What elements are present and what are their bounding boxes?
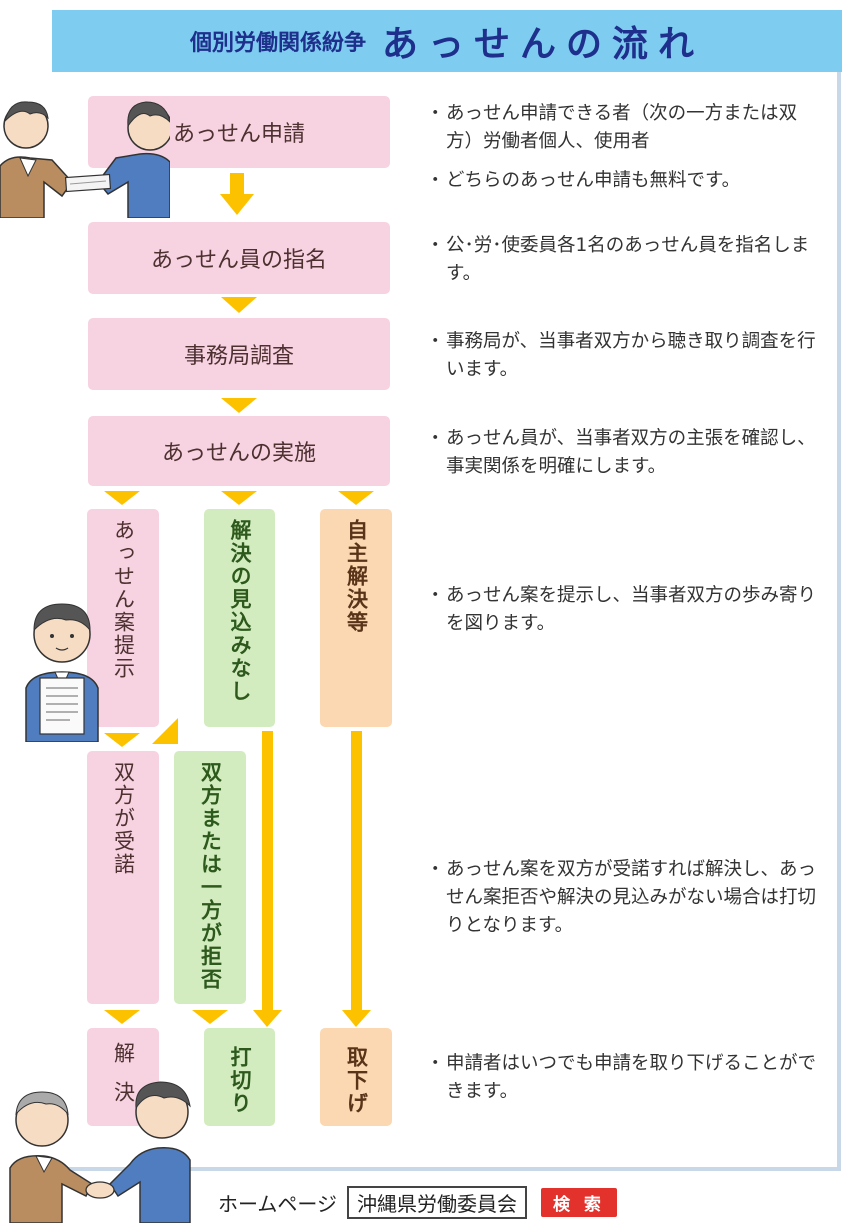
people-handing-document-illustration: [0, 101, 170, 218]
desc-withdraw: 申請者はいつでも申請を取り下げることができます。: [426, 1050, 818, 1106]
arrow-shaft-long: [351, 731, 362, 1011]
branch-proposal: あっせん案提示: [87, 509, 159, 727]
outcome-withdrawn: 取下げ: [320, 1028, 392, 1126]
search-button[interactable]: 検 索: [541, 1188, 617, 1217]
arrow-down: [104, 491, 140, 505]
header-title: あっせんの流れ: [382, 24, 705, 65]
desc-text: 公･労･使委員各1名のあっせん員を指名します。: [426, 232, 818, 288]
arrow-shaft: [230, 173, 244, 195]
outcome-label: 解決: [111, 1042, 136, 1120]
step-label: あっせん員の指名: [150, 248, 327, 273]
desc-text: あっせん案を提示し、当事者双方の歩み寄りを図ります。: [426, 582, 818, 638]
arrow-shaft-long: [262, 731, 273, 1011]
arrow-down: [338, 491, 374, 505]
response-accept: 双方が受諾: [87, 751, 159, 1004]
step-implementation: あっせんの実施: [88, 416, 390, 486]
step-label: あっせん申請: [172, 122, 305, 147]
response-label: 双方が受諾: [111, 761, 136, 876]
arrow-down: [221, 491, 257, 505]
branch-no-prospect: 解決の見込みなし: [204, 509, 275, 727]
homepage-search: ホームページ 沖縄県労働委員会 検 索: [218, 1186, 617, 1219]
desc-application: あっせん申請できる者（次の一方または双方）労働者個人、使用者 どちらのあっせん申…: [426, 100, 818, 195]
outcome-terminated: 打切り: [204, 1028, 275, 1126]
header-banner: 個別労働関係紛争 あっせんの流れ: [52, 10, 842, 72]
arrow-head: [342, 1010, 371, 1027]
step-label: 事務局調査: [183, 344, 294, 369]
desc-nomination: 公･労･使委員各1名のあっせん員を指名します。: [426, 232, 818, 288]
branch-self-resolution: 自主解決等: [320, 509, 392, 727]
arrow-down: [221, 398, 257, 413]
search-input[interactable]: 沖縄県労働委員会: [347, 1186, 527, 1219]
desc-response: あっせん案を双方が受諾すれば解決し、あっせん案拒否や解決の見込みがない場合は打切…: [426, 856, 818, 940]
response-reject: 双方または一方が拒否: [174, 751, 246, 1004]
arrow-head: [253, 1010, 282, 1027]
homepage-label: ホームページ: [218, 1192, 337, 1216]
step-label: あっせんの実施: [161, 441, 316, 466]
people-handshake-illustration: [9, 1081, 191, 1223]
arrow-diagonal: [152, 718, 178, 744]
desc-text: あっせん案を双方が受諾すれば解決し、あっせん案拒否や解決の見込みがない場合は打切…: [426, 856, 818, 940]
desc-implementation: あっせん員が、当事者双方の主張を確認し、事実関係を明確にします。: [426, 425, 818, 481]
arrow-down: [104, 1010, 140, 1024]
desc-text: 申請者はいつでも申請を取り下げることができます。: [426, 1050, 818, 1106]
branch-label: 自主解決等: [344, 519, 369, 634]
arrow-down: [192, 1010, 228, 1024]
person-holding-document-illustration: [25, 603, 99, 742]
arrow-down: [104, 733, 140, 747]
response-label: 双方または一方が拒否: [198, 761, 223, 991]
frame-right-line: [837, 72, 841, 1170]
desc-text: 事務局が、当事者双方から聴き取り調査を行います。: [426, 328, 818, 384]
outcome-label: 取下げ: [344, 1046, 369, 1115]
branch-label: 解決の見込みなし: [228, 519, 252, 703]
arrow-head: [220, 194, 254, 215]
desc-text: どちらのあっせん申請も無料です。: [426, 167, 818, 195]
step-investigation: 事務局調査: [88, 318, 390, 390]
desc-text: あっせん員が、当事者双方の主張を確認し、事実関係を明確にします。: [426, 425, 818, 481]
outcome-label: 打切り: [228, 1046, 252, 1115]
header-subtitle: 個別労働関係紛争: [189, 31, 366, 56]
step-nomination: あっせん員の指名: [88, 222, 390, 294]
desc-investigation: 事務局が、当事者双方から聴き取り調査を行います。: [426, 328, 818, 384]
frame-bottom-line: [52, 1167, 841, 1171]
arrow-down: [221, 297, 257, 313]
desc-text: あっせん申請できる者（次の一方または双方）労働者個人、使用者: [426, 100, 818, 156]
desc-branch: あっせん案を提示し、当事者双方の歩み寄りを図ります。: [426, 582, 818, 638]
branch-label: あっせん案提示: [111, 519, 136, 680]
